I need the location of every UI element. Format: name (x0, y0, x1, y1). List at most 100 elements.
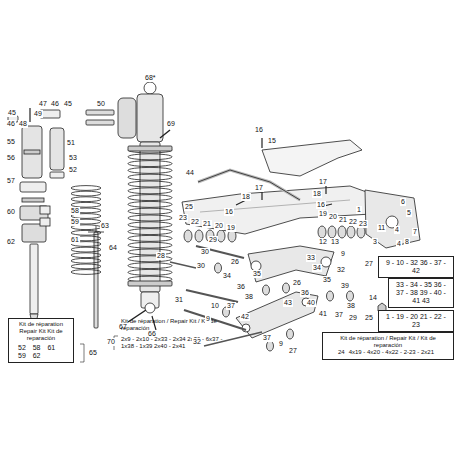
callout-number: 20 (328, 213, 338, 221)
part-outline (30, 244, 38, 314)
part-outline (144, 82, 156, 94)
callout-number: 26 (292, 279, 302, 287)
bearing-outline (283, 283, 290, 293)
callout-number: 40 (306, 299, 316, 307)
part-outline (22, 198, 44, 202)
callout-number: 69 (166, 120, 176, 128)
bearing-outline (128, 222, 172, 228)
bearing-outline (71, 247, 101, 252)
bearing-outline (71, 270, 101, 275)
callout-number: 36 (236, 283, 246, 291)
callout-number: 51 (66, 139, 76, 147)
bearing-outline (287, 329, 294, 339)
callout-number: 20 (214, 222, 224, 230)
callout-number: 57 (6, 177, 16, 185)
bearing-outline (327, 291, 334, 301)
bearing-outline (128, 263, 172, 269)
part-outline (262, 140, 362, 176)
part-line (29, 108, 30, 122)
bearing-outline (128, 208, 172, 214)
callout-number: 32 (192, 338, 202, 346)
bearing-outline (128, 201, 172, 207)
callout-number: 30 (200, 248, 210, 256)
part-line (198, 170, 300, 200)
callout-number: 60 (6, 208, 16, 216)
callout-number: 17 (318, 178, 328, 186)
bearing-outline (128, 195, 172, 201)
callout-number: 30 (196, 262, 206, 270)
part-outline (86, 120, 114, 125)
part-line (196, 246, 244, 258)
bearing-outline (128, 188, 172, 194)
part-outline (118, 98, 136, 138)
part-outline (22, 126, 42, 178)
part-line (160, 130, 170, 138)
bearing-outline (267, 341, 274, 351)
callout-number: 35 (252, 270, 262, 278)
callout-number: 27 (288, 347, 298, 355)
part-outline (145, 303, 155, 313)
bearing-outline (217, 230, 225, 242)
callout-number: 55 (6, 138, 16, 146)
callout-number: 23 (178, 214, 188, 222)
callout-number: 52 (68, 166, 78, 174)
callout-number: 29 (348, 314, 358, 322)
bearing-outline (128, 147, 172, 153)
repair-kit-box: 251 - 19 - 20 21 - 22 - 23 (378, 310, 454, 332)
bearing-outline (71, 230, 101, 235)
callout-number: 16 (254, 126, 264, 134)
part-outline (128, 146, 172, 151)
callout-number: 38 (244, 293, 254, 301)
bearing-outline (347, 291, 354, 301)
part-line (88, 232, 104, 233)
part-outline (50, 172, 64, 178)
callout-number: 70 (106, 338, 116, 346)
callout-number: 56 (6, 154, 16, 162)
callout-number: 9 (340, 250, 346, 258)
callout-number: 62 (6, 238, 16, 246)
callout-number: 9 (205, 315, 211, 323)
callout-number: 34 (312, 264, 322, 272)
bearing-outline (71, 191, 101, 196)
callout-number: 38 (346, 302, 356, 310)
callout-number: 43 (283, 299, 293, 307)
kit-contents: 1 - 19 - 20 21 - 22 - 23 (382, 313, 450, 329)
callout-number: 15 (267, 137, 277, 145)
callout-number: 49 (33, 110, 43, 118)
callout-number: 37 (262, 334, 272, 342)
bearing-outline (318, 226, 326, 238)
callout-number: 65 (88, 349, 98, 357)
callout-number: 64 (108, 244, 118, 252)
callout-number: 22 (348, 218, 358, 226)
callout-number: 25 (184, 203, 194, 211)
bearing-outline (128, 174, 172, 180)
callout-number: 41 (318, 310, 328, 318)
callout-number: 58 (70, 207, 80, 215)
bearing-outline (71, 186, 101, 191)
callout-number: 16 (224, 208, 234, 216)
callout-number: 13 (330, 238, 340, 246)
kit-heading: 27 (365, 260, 373, 268)
callout-number: 63 (100, 222, 110, 230)
callout-number: 39 (340, 282, 350, 290)
callout-number: 19 (318, 210, 328, 218)
callout-number: 29 (208, 236, 218, 244)
bearing-outline (128, 181, 172, 187)
part-line (198, 170, 300, 200)
callout-number: 18 (241, 193, 251, 201)
callout-number: 9 (278, 340, 284, 348)
callout-number: 50 (96, 100, 106, 108)
kit-contents: 33 - 34 - 35 36 - 37 - 38 39 - 40 - 41 4… (392, 281, 450, 305)
bearing-outline (215, 263, 222, 273)
bearing-outline (263, 285, 270, 295)
callout-number: 28 (156, 252, 166, 260)
callout-number: 1 (356, 206, 362, 214)
kit-contents: 9 - 10 - 32 36 - 37 - 42 (382, 259, 450, 275)
bearing-outline (71, 258, 101, 263)
part-line (170, 262, 196, 268)
bearing-outline (195, 230, 203, 242)
part-outline (24, 150, 40, 154)
callout-number: 17 (254, 184, 264, 192)
callout-number: 53 (68, 154, 78, 162)
